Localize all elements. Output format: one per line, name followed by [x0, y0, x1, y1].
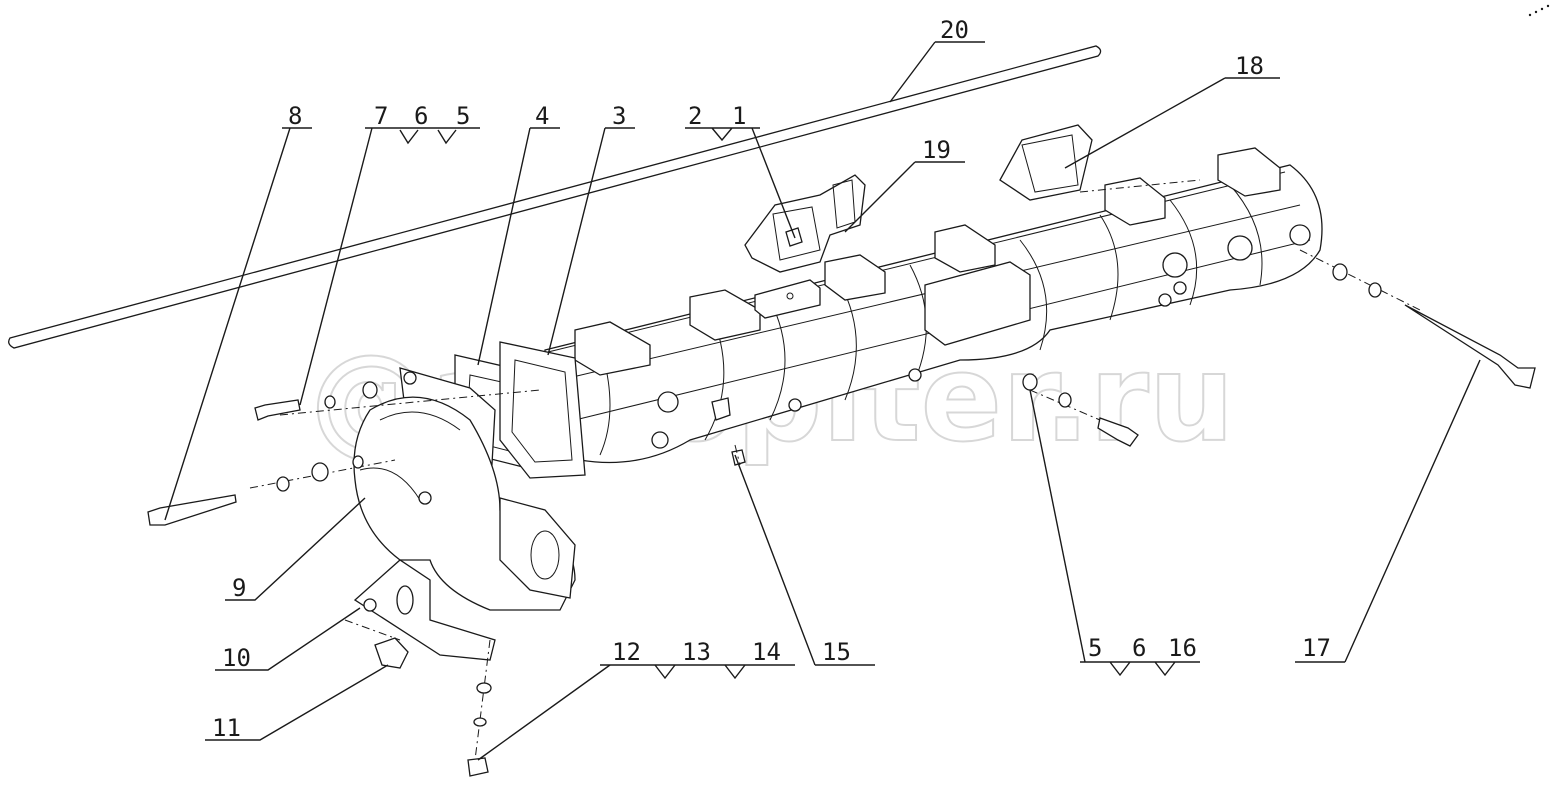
callout-19: 19 [922, 136, 951, 164]
bracket-part-10 [353, 559, 496, 661]
callout-8: 8 [288, 102, 302, 130]
callout-17: 17 [1302, 634, 1331, 662]
callout-4: 4 [535, 102, 549, 130]
callout-16: 16 [1168, 634, 1197, 662]
bolt-part-11 [374, 637, 409, 669]
callout-labels: 20 18 8 7 6 5 4 3 2 1 19 9 10 11 12 13 1… [212, 16, 1331, 742]
callout-2: 2 [688, 102, 702, 130]
corner-marks [1528, 4, 1550, 17]
callout-7: 7 [374, 102, 388, 130]
bolt-part-16 [1022, 373, 1139, 447]
bolt-part-12 [467, 682, 492, 777]
callout-9: 9 [232, 574, 246, 602]
callout-18: 18 [1235, 52, 1264, 80]
callout-6b: 6 [1132, 634, 1146, 662]
callout-5b: 5 [1088, 634, 1102, 662]
manifold-body [544, 147, 1323, 466]
callout-6: 6 [414, 102, 428, 130]
flange-part-3 [499, 341, 586, 479]
callout-15: 15 [822, 638, 851, 666]
callout-12: 12 [612, 638, 641, 666]
bolt-part-8 [147, 455, 364, 526]
gasket-part-19 [744, 174, 866, 273]
bolt-part-7 [254, 381, 378, 421]
callout-14: 14 [752, 638, 781, 666]
callout-13: 13 [682, 638, 711, 666]
callout-20: 20 [940, 16, 969, 44]
rod-part-20 [8, 45, 1102, 349]
callout-1: 1 [732, 102, 746, 130]
callout-3: 3 [612, 102, 626, 130]
leader-lines [164, 41, 1481, 761]
bolt-part-17 [1332, 263, 1536, 389]
callout-10: 10 [222, 644, 251, 672]
gasket-part-18 [999, 124, 1093, 201]
elbow-pipe-part-9 [353, 367, 576, 611]
callout-11: 11 [212, 714, 241, 742]
callout-5: 5 [456, 102, 470, 130]
